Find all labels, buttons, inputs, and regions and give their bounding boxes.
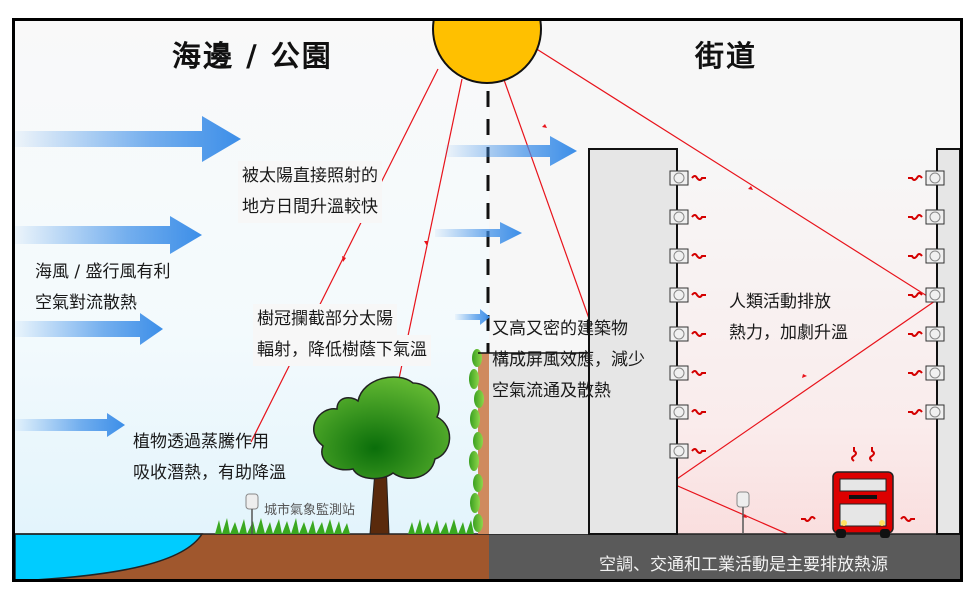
- green-wall: [478, 353, 489, 534]
- road: [489, 534, 960, 579]
- building-low: [489, 353, 589, 534]
- double-decker-bus-icon: [832, 471, 894, 538]
- note-tree-canopy: 樹冠攔截部分太陽 輻射，降低樹蔭下氣溫: [253, 304, 431, 366]
- note-sea-breeze: 海風 / 盛行風有利 空氣對流散熱: [35, 262, 171, 313]
- note-sun-heating: 被太陽直接照射的 地方日間升溫較快: [238, 161, 382, 223]
- weather-station-label: 城市氣象監測站: [264, 503, 356, 518]
- note-human-activity: 人類活動排放 熱力，加劇升溫: [729, 292, 848, 343]
- bottom-caption: 空調、交通和工業活動是主要排放熱源: [599, 555, 888, 575]
- note-buildings: 又高又密的建築物 構成屏風效應，減少 空氣流通及散熱: [492, 319, 645, 401]
- wind-arrow-icon: [15, 116, 577, 437]
- diagram-frame: 海邊 / 公園 街道 被太陽直接照射的 地方日間升溫較快 海風 / 盛行風有利 …: [12, 18, 963, 582]
- sea: [15, 533, 204, 579]
- note-evapotranspiration: 植物透過蒸騰作用 吸收潛熱，有助降溫: [133, 432, 286, 483]
- air-conditioner-icon: [669, 170, 945, 459]
- weather-station-icon: [245, 491, 750, 534]
- title-street: 街道: [695, 39, 758, 73]
- building-tall-left: [588, 148, 678, 535]
- ray-arrowheads: [342, 124, 807, 518]
- building-tall-right: [936, 148, 960, 535]
- scene-illustration: [15, 21, 960, 579]
- heat-wave-icon: [691, 175, 923, 522]
- title-seaside-park: 海邊 / 公園: [172, 39, 333, 73]
- sun-icon: [432, 21, 542, 84]
- grass: [215, 518, 474, 534]
- tree-icon: [312, 376, 451, 535]
